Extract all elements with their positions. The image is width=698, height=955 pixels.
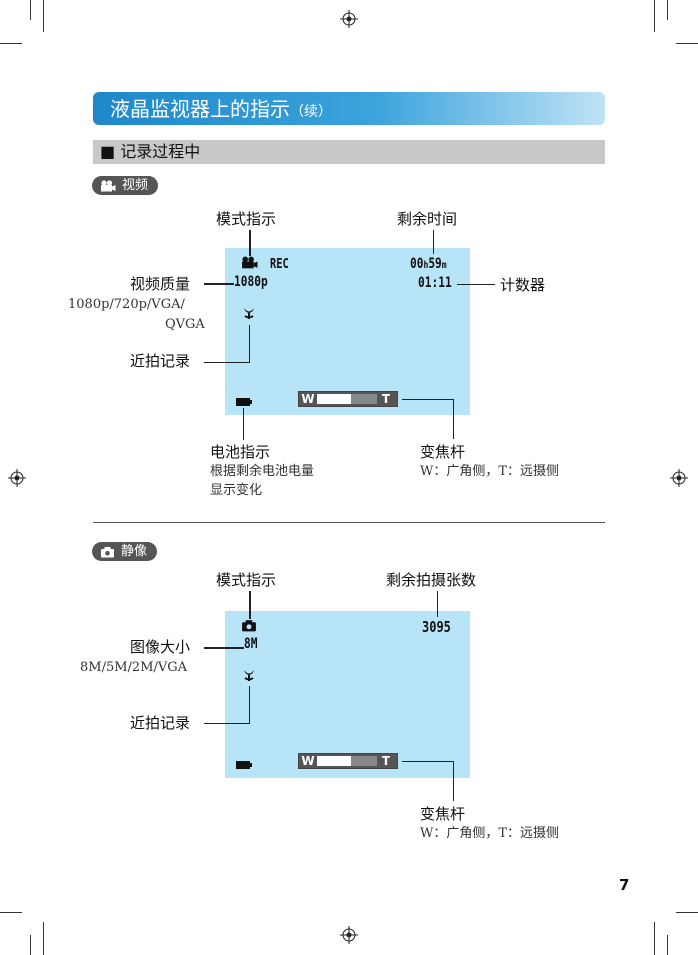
crop-mark bbox=[30, 935, 31, 955]
remaining-shots-readout: 3095 bbox=[422, 618, 451, 636]
callout-line bbox=[453, 399, 454, 439]
crop-mark bbox=[43, 922, 44, 955]
camera-icon bbox=[101, 546, 114, 557]
battery-icon bbox=[236, 761, 252, 769]
crop-mark bbox=[654, 0, 655, 32]
callout-line bbox=[249, 230, 251, 256]
callout-line bbox=[204, 647, 244, 649]
battery-icon bbox=[236, 398, 252, 406]
zoom-tele-label: T bbox=[381, 754, 391, 768]
image-size-readout: 8M bbox=[244, 636, 258, 652]
video-badge: 视频 bbox=[92, 176, 159, 195]
remaining-shots-label: 剩余拍摄张数 bbox=[386, 571, 477, 589]
counter-label: 计数器 bbox=[500, 276, 546, 294]
callout-line bbox=[204, 283, 234, 285]
section-heading: ■ 记录过程中 bbox=[100, 142, 201, 161]
registration-mark-icon bbox=[8, 469, 26, 487]
zoom-range bbox=[351, 756, 377, 766]
video-zoom-note: W：广角侧，T：远摄侧 bbox=[420, 464, 560, 479]
macro-flower-icon bbox=[244, 670, 254, 681]
hours-unit: h bbox=[423, 260, 429, 271]
callout-line bbox=[249, 591, 251, 619]
callout-line bbox=[402, 399, 454, 400]
still-mode-label: 模式指示 bbox=[216, 571, 277, 589]
callout-line bbox=[402, 761, 454, 762]
zoom-bar: W T bbox=[298, 391, 398, 407]
crop-mark bbox=[676, 912, 698, 913]
zoom-level bbox=[317, 394, 351, 404]
crop-mark bbox=[43, 0, 44, 32]
macro-flower-icon bbox=[244, 308, 254, 319]
page-number: 7 bbox=[619, 876, 630, 894]
remaining-time-readout: 00h59m bbox=[410, 256, 447, 272]
remaining-minutes: 59 bbox=[428, 256, 442, 272]
registration-mark-icon bbox=[340, 926, 358, 944]
still-badge: 静像 bbox=[92, 542, 158, 561]
still-zoom-label: 变焦杆 bbox=[420, 805, 466, 823]
callout-line bbox=[433, 230, 434, 254]
callout-line bbox=[204, 723, 250, 724]
still-lcd-screen bbox=[225, 611, 470, 778]
page-title: 液晶监视器上的指示（续） bbox=[110, 96, 332, 125]
crop-mark bbox=[667, 935, 668, 955]
page-title-suffix: （续） bbox=[290, 104, 332, 120]
section-divider bbox=[93, 522, 605, 523]
battery-note-2: 显示变化 bbox=[210, 483, 263, 498]
camera-icon bbox=[242, 620, 256, 632]
callout-line bbox=[453, 761, 454, 801]
still-zoom-note: W：广角侧，T：远摄侧 bbox=[420, 826, 560, 841]
video-badge-label: 视频 bbox=[122, 178, 149, 193]
battery-label: 电池指示 bbox=[210, 443, 271, 461]
zoom-wide-label: W bbox=[301, 754, 315, 768]
callout-line bbox=[249, 325, 250, 363]
image-size-options: 8M/5M/2M/VGA bbox=[80, 660, 188, 675]
crop-mark bbox=[0, 43, 22, 44]
crop-mark bbox=[667, 0, 668, 20]
video-quality-options-1: 1080p/720p/VGA/ bbox=[68, 297, 185, 312]
zoom-tele-label: T bbox=[381, 392, 391, 406]
crop-mark bbox=[0, 912, 22, 913]
rec-indicator: REC bbox=[270, 257, 289, 272]
video-macro-label: 近拍记录 bbox=[130, 352, 191, 370]
video-remaining-time-label: 剩余时间 bbox=[397, 210, 458, 228]
zoom-level bbox=[317, 756, 351, 766]
video-quality-readout: 1080p bbox=[234, 274, 268, 290]
registration-mark-icon bbox=[670, 469, 688, 487]
video-camera-icon bbox=[242, 256, 258, 269]
crop-mark bbox=[654, 922, 655, 955]
still-badge-label: 静像 bbox=[121, 544, 148, 559]
callout-line bbox=[249, 686, 250, 724]
zoom-bar: W T bbox=[298, 753, 398, 769]
callout-line bbox=[437, 591, 438, 617]
battery-note-1: 根据剩余电池电量 bbox=[210, 464, 315, 479]
crop-mark bbox=[30, 0, 31, 20]
video-camera-icon bbox=[101, 179, 116, 191]
video-mode-label: 模式指示 bbox=[216, 210, 277, 228]
image-size-label: 图像大小 bbox=[130, 638, 191, 656]
callout-line bbox=[457, 284, 495, 285]
zoom-wide-label: W bbox=[301, 392, 315, 406]
video-lcd-screen bbox=[225, 248, 470, 415]
zoom-range bbox=[351, 394, 377, 404]
counter-readout: 01:11 bbox=[418, 275, 452, 291]
video-quality-label: 视频质量 bbox=[130, 275, 191, 293]
callout-line bbox=[204, 362, 250, 363]
callout-line bbox=[243, 408, 244, 440]
minutes-unit: m bbox=[441, 260, 447, 271]
still-macro-label: 近拍记录 bbox=[130, 714, 191, 732]
section-bar bbox=[93, 140, 605, 164]
video-zoom-label: 变焦杆 bbox=[420, 443, 466, 461]
video-quality-options-2: QVGA bbox=[165, 317, 205, 332]
remaining-hours: 00 bbox=[410, 256, 424, 272]
crop-mark bbox=[676, 43, 698, 44]
registration-mark-icon bbox=[340, 10, 358, 28]
title-bar bbox=[93, 92, 605, 125]
page-title-text: 液晶监视器上的指示 bbox=[110, 97, 290, 121]
